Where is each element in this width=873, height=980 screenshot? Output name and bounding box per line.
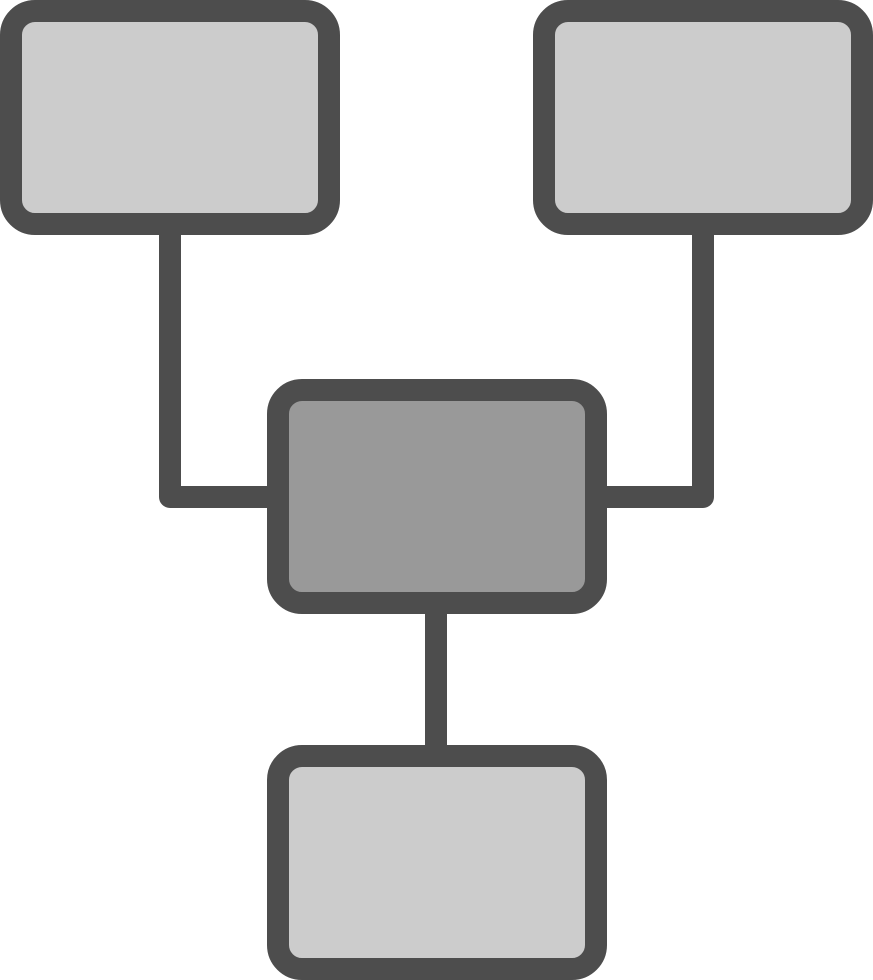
node-top-right: [533, 0, 873, 235]
connector-top-right-to-center: [585, 215, 714, 508]
node-bottom: [267, 745, 607, 980]
node-top-left: [0, 0, 340, 235]
node-center: [267, 379, 607, 614]
connector-top-left-to-center: [159, 215, 289, 508]
